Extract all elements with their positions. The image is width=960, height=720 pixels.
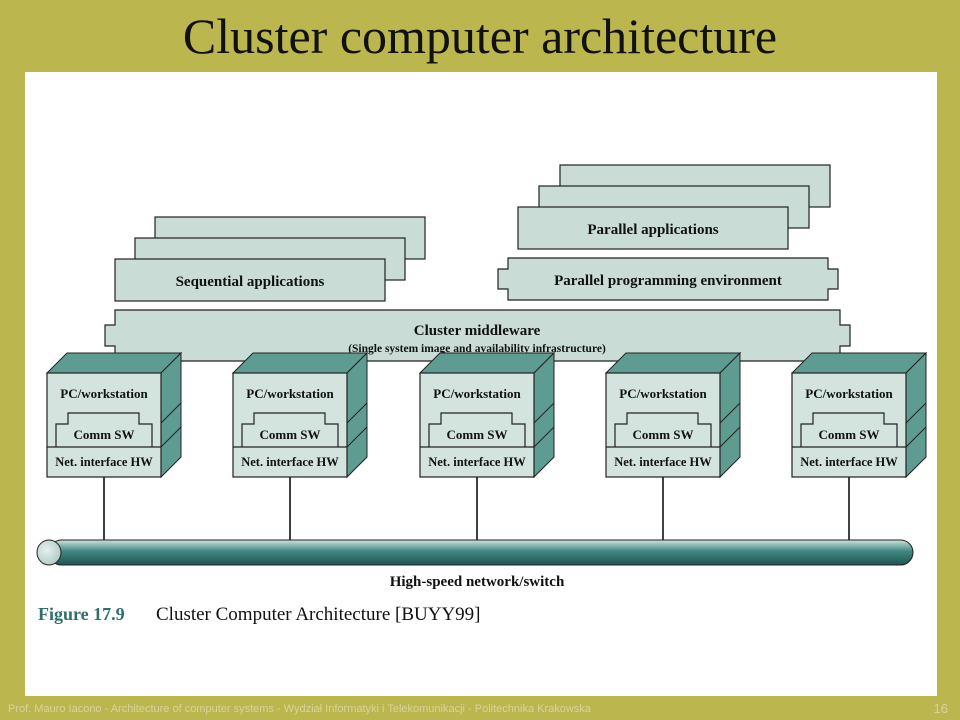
figure-caption: Cluster Computer Architecture [BUYY99]	[156, 604, 481, 625]
slide-title: Cluster computer architecture	[182, 8, 778, 64]
parallel-applications-label: Parallel applications	[587, 222, 718, 238]
cluster-middleware-subtitle: (Single system image and availability in…	[348, 343, 606, 355]
comm-sw-label: Comm SW	[73, 427, 134, 442]
high-speed-network-pipe	[36, 539, 914, 566]
comm-sw-label: Comm SW	[818, 427, 879, 442]
sequential-applications-label: Sequential applications	[176, 274, 325, 290]
net-interface-label: Net. interface HW	[614, 455, 712, 469]
comm-sw-label: Comm SW	[259, 427, 320, 442]
parallel-programming-environment: Parallel programming environment	[497, 257, 839, 301]
sequential-applications-stack: Sequential applications	[114, 216, 426, 302]
network-label: High-speed network/switch	[390, 574, 565, 590]
workstation-title: PC/workstation	[246, 386, 334, 401]
net-interface-label: Net. interface HW	[800, 455, 898, 469]
cluster-middleware-label: Cluster middleware	[414, 323, 541, 339]
parallel-applications-stack: Parallel applications	[517, 164, 831, 250]
workstation-title: PC/workstation	[805, 386, 893, 401]
footer-text: Prof. Mauro Iacono - Architecture of com…	[8, 703, 591, 715]
comm-sw-label: Comm SW	[632, 427, 693, 442]
workstation-title: PC/workstation	[60, 386, 148, 401]
net-interface-label: Net. interface HW	[428, 455, 526, 469]
page-number: 16	[933, 701, 948, 716]
net-interface-label: Net. interface HW	[241, 455, 339, 469]
figure-number: Figure 17.9	[38, 604, 125, 624]
comm-sw-label: Comm SW	[446, 427, 507, 442]
workstation-title: PC/workstation	[433, 386, 521, 401]
cluster-middleware: Cluster middleware (Single system image …	[104, 309, 851, 362]
workstation-title: PC/workstation	[619, 386, 707, 401]
parallel-programming-environment-label: Parallel programming environment	[554, 273, 782, 289]
net-interface-label: Net. interface HW	[55, 455, 153, 469]
